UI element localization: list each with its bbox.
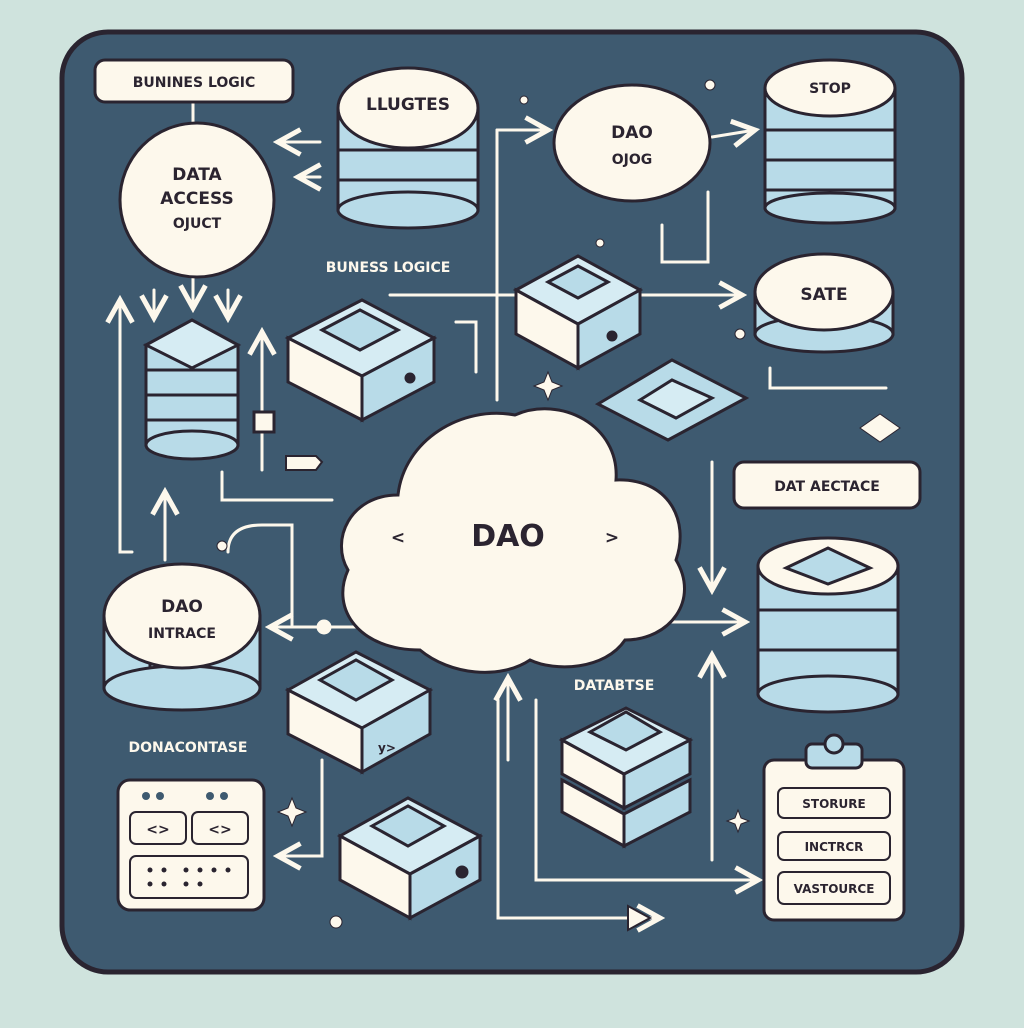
cube-mark-label: y> bbox=[378, 741, 396, 755]
dat-aectace-label: DAT AECTACE bbox=[774, 479, 880, 495]
server-box-upper-center bbox=[512, 254, 644, 371]
databtse-label: DATABTSE bbox=[574, 678, 655, 694]
center-chevron-right-icon: > bbox=[605, 528, 619, 548]
arrow-clipboard bbox=[534, 698, 758, 880]
dat-aectace-tag: DAT AECTACE bbox=[732, 460, 922, 510]
left-loop bbox=[120, 300, 132, 554]
bunines-logic-tag: BUNINES LOGIC bbox=[93, 58, 295, 104]
right-big-database bbox=[756, 536, 900, 714]
left-stacked-database bbox=[142, 318, 242, 461]
dots-row-icon bbox=[147, 867, 231, 887]
dao-intrace-line1: DAO bbox=[161, 597, 203, 617]
dao-intrace-node: DAO INTRACE bbox=[102, 562, 262, 712]
llugtes-database: LLUGTES bbox=[336, 66, 480, 230]
clipboard-row1-label: STORURE bbox=[802, 797, 865, 811]
data-access-line1: DATA bbox=[172, 165, 222, 185]
dao-ojog-line1: DAO bbox=[611, 123, 653, 143]
clipboard-row2-label: INCTRCR bbox=[805, 840, 864, 854]
arrow-web-panel bbox=[278, 758, 324, 856]
sate-label: SATE bbox=[800, 285, 847, 305]
sparkle-decorations bbox=[216, 79, 901, 929]
sate-node: SATE bbox=[753, 252, 895, 354]
data-access-object-node: DATA ACCESS OJUCT bbox=[118, 121, 276, 279]
stop-label: STOP bbox=[809, 81, 851, 97]
clipboard-row3-label: VASTOURCE bbox=[794, 882, 875, 896]
center-dao-cloud: DAO < > bbox=[339, 407, 686, 674]
junction-dot bbox=[316, 619, 332, 635]
donacontase-label: DONACONTASE bbox=[129, 740, 248, 756]
play-arrow-icon bbox=[627, 904, 653, 932]
dao-ojog-node: DAO OJOG bbox=[552, 83, 712, 203]
buness-logice-label: BUNESS LOGICE bbox=[326, 260, 451, 276]
center-chevron-left-icon: < bbox=[391, 528, 405, 548]
arrow-to-stop bbox=[710, 130, 755, 137]
llugtes-label: LLUGTES bbox=[366, 95, 450, 115]
bunines-logic-label: BUNINES LOGIC bbox=[133, 75, 256, 91]
connectors bbox=[120, 100, 888, 918]
folded-card-shape bbox=[594, 358, 750, 442]
sate-bracket bbox=[768, 366, 888, 390]
center-dao-label: DAO bbox=[471, 519, 545, 554]
server-box-middle-left bbox=[284, 298, 438, 423]
data-access-line2: ACCESS bbox=[160, 189, 233, 209]
bracket-mid bbox=[220, 470, 334, 502]
code-web-panel: <> <> bbox=[116, 778, 266, 912]
small-square-node bbox=[252, 410, 324, 471]
data-access-line3: OJUCT bbox=[173, 216, 222, 232]
code-right-label: <> bbox=[208, 822, 231, 838]
stop-database: STOP bbox=[763, 58, 897, 225]
curve-to-interface bbox=[226, 523, 294, 627]
clipboard-panel: STORURE INCTRCR VASTOURCE bbox=[762, 733, 906, 922]
code-left-label: <> bbox=[146, 822, 169, 838]
dao-ojog-line2: OJOG bbox=[612, 152, 653, 168]
arrow-bottom-long bbox=[496, 698, 660, 918]
stacked-boxes-center bbox=[558, 706, 694, 849]
dao-intrace-line2: INTRACE bbox=[148, 626, 216, 642]
server-box-bottom-center bbox=[336, 796, 484, 921]
server-box-lower-left: y> bbox=[284, 650, 434, 775]
loop-stop-hook bbox=[660, 190, 710, 264]
